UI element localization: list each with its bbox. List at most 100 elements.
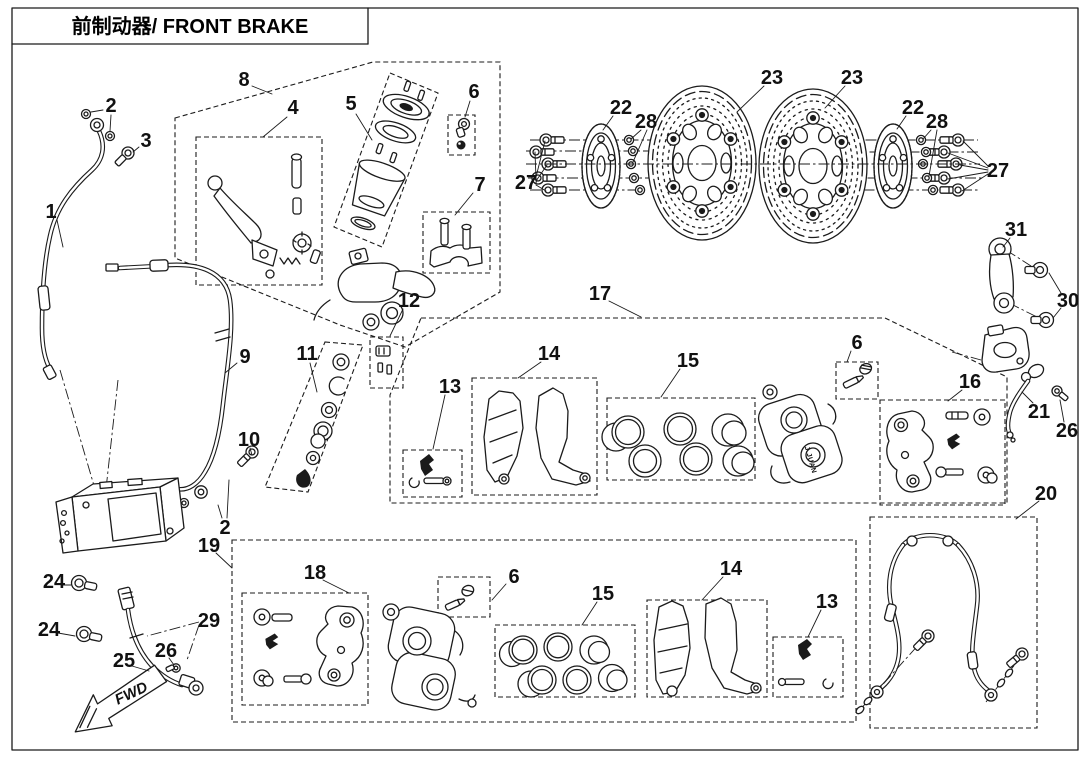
- callout-leader-9: [224, 362, 238, 374]
- callout-leader-27: [534, 151, 537, 180]
- callout-6: 6: [851, 332, 862, 354]
- callout-leader-28: [922, 129, 932, 140]
- reservoir-kit-5: [350, 80, 430, 231]
- callout-leader-22: [896, 115, 907, 130]
- callout-leader-3: [132, 146, 140, 153]
- box-14a-pads: [471, 377, 598, 496]
- callout-leader-28: [630, 129, 642, 140]
- washers-and-banjo-bolt-top: [80, 108, 135, 167]
- callout-leader-14: [701, 576, 724, 601]
- callout-leader-27: [947, 152, 989, 169]
- callout-leader-29: [146, 621, 200, 637]
- callout-leader-10: [249, 447, 253, 456]
- tone-ring-right: [873, 123, 913, 209]
- box-6b-bleeder: [835, 361, 879, 400]
- callout-leader-14: [517, 361, 542, 379]
- callout-2: 2: [219, 517, 230, 539]
- callout-28: 28: [926, 111, 948, 133]
- callout-leader-6: [464, 100, 471, 118]
- callout-23: 23: [841, 67, 863, 89]
- callout-16: 16: [959, 371, 981, 393]
- box-11-repair-kit: [264, 341, 364, 493]
- box-12-kit: [369, 336, 404, 389]
- callout-leader-4: [262, 116, 288, 138]
- callout-12: 12: [398, 290, 420, 312]
- box-18-bracket-kit: [241, 592, 369, 706]
- callout-leader-1: [56, 219, 64, 248]
- sensor-cable-25: [117, 586, 204, 696]
- callout-13: 13: [439, 376, 461, 398]
- callout-27: 27: [515, 172, 537, 194]
- tone-ring-left: [581, 123, 621, 209]
- callout-leader-27: [961, 173, 989, 192]
- callout-leader-31: [1002, 237, 1011, 248]
- callout-leader-30: [1048, 272, 1062, 294]
- callout-leader-22: [602, 115, 614, 131]
- callout-leader-15: [581, 601, 598, 626]
- callout-leader-27: [959, 164, 989, 171]
- callout-leader-13: [432, 394, 446, 450]
- seal-kit-15b: [498, 632, 628, 698]
- callout-29: 29: [198, 610, 220, 632]
- callout-5: 5: [345, 93, 356, 115]
- callout-leader-2: [217, 504, 223, 519]
- box-16-bracket-kit: [879, 399, 1006, 506]
- callout-leader-29: [186, 624, 200, 661]
- callout-31: 31: [1005, 219, 1027, 241]
- bolt-26a: [165, 663, 181, 673]
- box-6c-bleeder: [437, 576, 491, 618]
- callout-leader-28: [928, 129, 938, 177]
- callout-leader-23: [736, 85, 765, 113]
- callout-leader-12: [389, 308, 404, 337]
- callout-10: 10: [238, 429, 260, 451]
- callout-6: 6: [468, 81, 479, 103]
- callout-leader-27: [962, 140, 989, 167]
- callout-leader-2: [109, 114, 112, 132]
- callout-23: 23: [761, 67, 783, 89]
- callout-7: 7: [474, 174, 485, 196]
- callout-leader-5: [355, 113, 373, 141]
- box-13a-pin-kit: [402, 449, 463, 498]
- callout-leader-19: [215, 552, 233, 569]
- clamp-kit-7: [429, 217, 483, 268]
- callout-leader-25: [131, 665, 150, 672]
- callout-leader-20: [1015, 500, 1040, 520]
- master-cylinder-assembly: [313, 247, 436, 331]
- callout-leader-27: [947, 171, 989, 180]
- bracket-kit-18: [253, 605, 364, 687]
- box-15b-seal-kit: [494, 624, 636, 698]
- callout-26: 26: [155, 640, 177, 662]
- callout-6: 6: [508, 566, 519, 588]
- callout-28: 28: [635, 111, 657, 133]
- callout-leader-6: [846, 350, 852, 363]
- group-19-boundary: [231, 539, 857, 723]
- page-title: 前制动器/ FRONT BRAKE: [72, 14, 309, 38]
- fwd-arrow: FWD: [74, 664, 168, 733]
- lever-kit-4: [207, 153, 321, 279]
- callout-25: 25: [113, 650, 135, 672]
- callout-leader-2: [226, 479, 230, 519]
- callout-8: 8: [238, 69, 249, 91]
- callout-22: 22: [610, 97, 632, 119]
- bolt-24b: [75, 625, 103, 643]
- callout-21: 21: [1028, 401, 1050, 423]
- brake-hose-9: [105, 259, 234, 518]
- callout-1: 1: [45, 201, 56, 223]
- callout-leader-26: [168, 657, 175, 666]
- pad-pin-kit-13a: [408, 454, 452, 489]
- callout-11: 11: [296, 343, 317, 365]
- callout-leader-21: [1021, 391, 1034, 404]
- box-4-lever-kit: [195, 136, 323, 286]
- callout-leader-18: [322, 579, 350, 594]
- bleeder-kit-6a: [455, 117, 471, 150]
- hose-kit-20: [855, 533, 1032, 715]
- callout-leader-16: [947, 389, 963, 402]
- callout-leader-7: [454, 192, 474, 216]
- callout-leader-24: [57, 632, 76, 637]
- disc-spacers-left: [623, 134, 646, 196]
- title-box: 前制动器/ FRONT BRAKE: [11, 7, 369, 45]
- callout-leader-8: [251, 85, 273, 95]
